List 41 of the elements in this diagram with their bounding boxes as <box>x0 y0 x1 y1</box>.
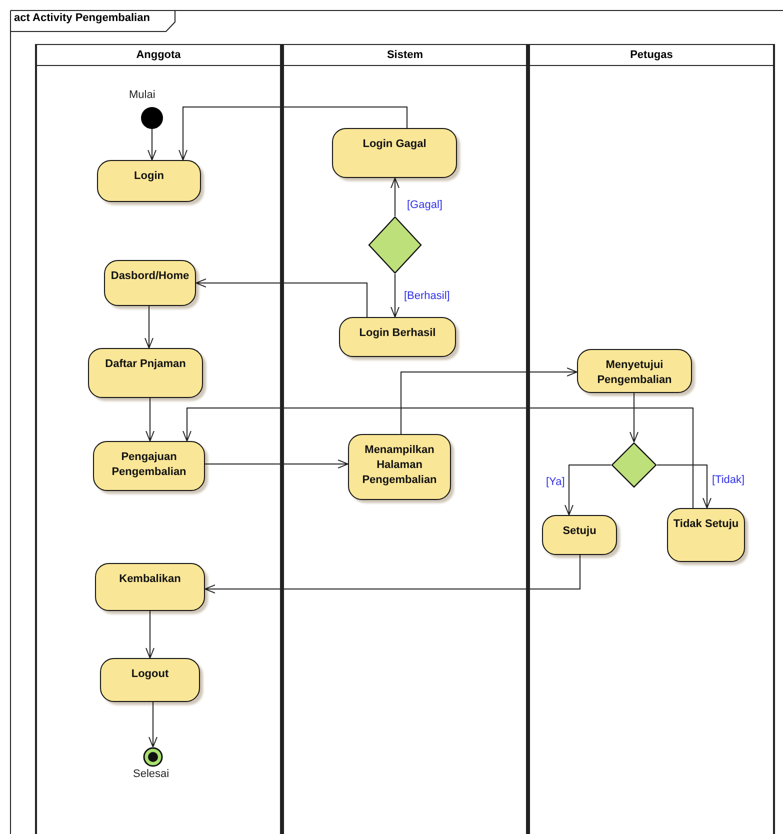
action-box: Kembalikan <box>95 563 205 611</box>
action-box: Menyetujui Pengembalian <box>577 349 692 393</box>
arrow <box>390 274 400 318</box>
swimlane <box>282 44 528 834</box>
arrow <box>146 398 154 442</box>
arrow <box>146 610 154 658</box>
arrow <box>148 128 156 160</box>
lane-title: Sistem <box>386 49 424 61</box>
arrow <box>390 178 400 216</box>
arrow <box>400 368 578 434</box>
guard-label: [Gagal] <box>406 199 444 211</box>
arrow <box>148 702 158 748</box>
guard-label: [Berhasil] <box>403 290 451 302</box>
action-box: Login Berhasil <box>339 317 456 357</box>
action-box: Tidak Setuju <box>667 508 745 562</box>
lane-title: Anggota <box>136 49 181 61</box>
arrow <box>564 464 612 516</box>
action-box: Dasbord/Home <box>104 260 196 306</box>
arrow <box>178 106 408 160</box>
action-box: Setuju <box>542 515 617 555</box>
arrow <box>656 464 712 508</box>
arrow <box>630 392 638 442</box>
lane-title: Petugas <box>630 49 673 61</box>
arrow <box>204 460 348 468</box>
arrow <box>196 278 368 318</box>
swimlane <box>528 44 775 834</box>
diagram-title: act Activity Pengembalian <box>14 12 150 24</box>
action-box: Daftar Pnjaman <box>88 348 203 398</box>
node-caption: Selesai <box>133 768 170 780</box>
action-box: Login <box>97 160 201 202</box>
node-caption: Mulai <box>129 89 156 101</box>
arrow <box>144 306 154 348</box>
action-box: Login Gagal <box>332 128 457 178</box>
swimlane <box>35 44 282 834</box>
action-box: Logout <box>100 658 200 702</box>
action-box: Menampilkan Halaman Pengembalian <box>348 434 451 500</box>
guard-label: [Tidak] <box>711 474 746 486</box>
action-box: Pengajuan Pengembalian <box>93 441 205 491</box>
arrow <box>182 408 694 508</box>
guard-label: [Ya] <box>545 476 566 488</box>
arrow <box>204 554 580 594</box>
